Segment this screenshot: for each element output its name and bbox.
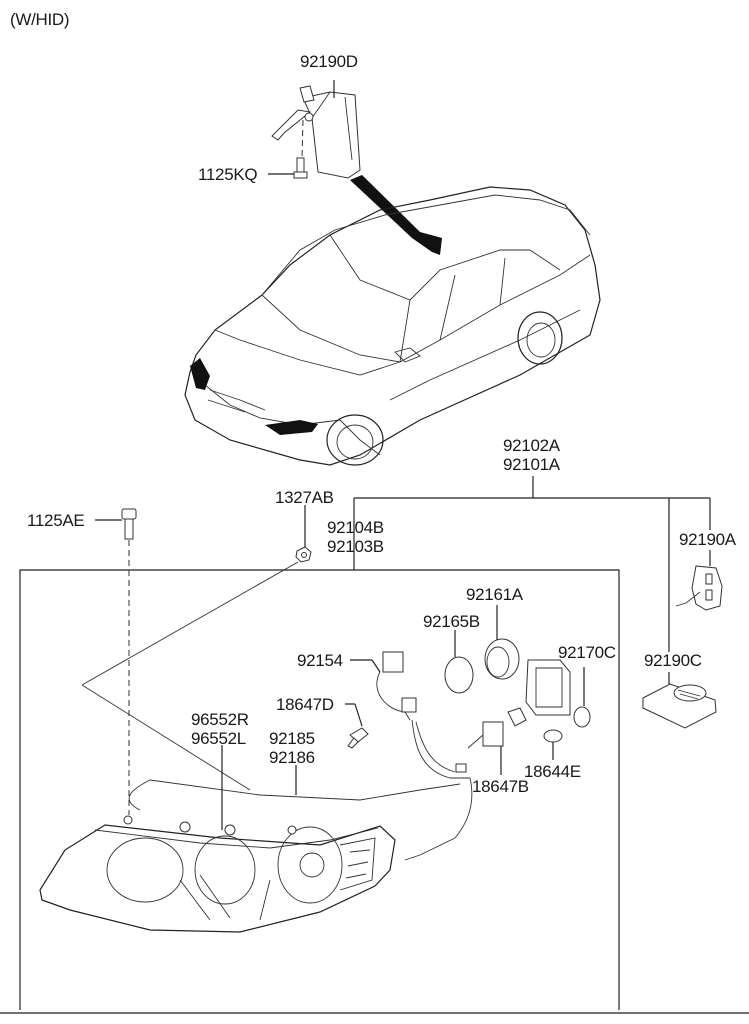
- socket-icon: [573, 706, 591, 728]
- part-label-96552R-96552L[interactable]: 96552R 96552L: [191, 710, 249, 748]
- part-label-92101A[interactable]: 92101A: [503, 455, 560, 474]
- car-icon: [184, 186, 601, 466]
- screw-icon: [293, 157, 308, 179]
- part-label-96552L[interactable]: 96552L: [191, 729, 246, 748]
- part-label-1125KQ[interactable]: 1125KQ: [198, 165, 258, 184]
- part-label-92186[interactable]: 92186: [269, 748, 315, 767]
- leveling-sensor-icon: [271, 85, 361, 179]
- screw-icon: [121, 508, 137, 540]
- wiring-harness-icon: [376, 651, 473, 861]
- pointer-arrow: [350, 175, 442, 255]
- assembly-frame: [19, 569, 620, 1010]
- halogen-bulb-icon: [347, 727, 369, 749]
- part-label-92161A[interactable]: 92161A: [466, 585, 523, 604]
- part-label-92170C[interactable]: 92170C: [558, 643, 616, 662]
- part-label-1125AE[interactable]: 1125AE: [27, 511, 85, 530]
- part-label-18647B[interactable]: 18647B: [472, 777, 529, 796]
- bracket-icon: [507, 707, 527, 727]
- hid-bulb-icon: [467, 721, 504, 749]
- part-label-92165B[interactable]: 92165B: [423, 612, 480, 631]
- part-label-92154[interactable]: 92154: [297, 651, 343, 670]
- hid-ballast-icon: [642, 683, 717, 729]
- side-bulb-icon: [543, 729, 563, 743]
- part-label-92185-92186[interactable]: 92185 92186: [269, 729, 315, 767]
- part-label-96552R[interactable]: 96552R: [191, 710, 249, 729]
- diagram-title: (W/HID): [10, 10, 70, 29]
- leveling-actuator-icon: [675, 565, 723, 611]
- o-ring-icon: [444, 656, 474, 694]
- part-label-92190C[interactable]: 92190C: [644, 651, 702, 670]
- part-label-92102A-92101A[interactable]: 92102A 92101A: [503, 436, 560, 474]
- part-label-92104B[interactable]: 92104B: [327, 518, 384, 537]
- igniter-housing-icon: [525, 659, 571, 716]
- part-label-92185[interactable]: 92185: [269, 729, 315, 748]
- part-label-92102A[interactable]: 92102A: [503, 436, 560, 455]
- part-label-92190D[interactable]: 92190D: [300, 52, 358, 71]
- part-label-92190A[interactable]: 92190A: [679, 530, 736, 549]
- part-label-18647D[interactable]: 18647D: [276, 695, 334, 714]
- bulb-cap-icon: [484, 638, 520, 680]
- part-label-18644E[interactable]: 18644E: [524, 762, 581, 781]
- part-label-92103B[interactable]: 92103B: [327, 537, 384, 556]
- part-label-1327AB[interactable]: 1327AB: [275, 488, 334, 507]
- part-label-92104B-92103B[interactable]: 92104B 92103B: [327, 518, 384, 556]
- headlamp-assembly-icon: [39, 779, 461, 933]
